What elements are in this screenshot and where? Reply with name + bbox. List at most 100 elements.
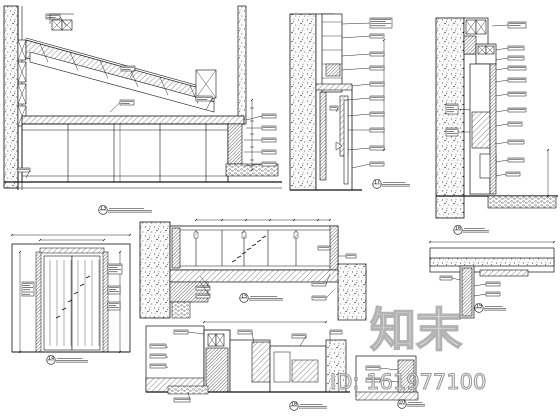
note-tag [369,161,385,167]
note-tag [261,137,277,143]
door-swing-label-stroke [73,291,79,295]
dimension-tick [118,250,122,254]
section-label-stroke [251,243,257,247]
framing-member-cross [195,69,217,99]
note-tag [119,99,135,106]
leader-line [165,355,169,359]
leader-line [245,115,263,121]
stud-cap [293,231,299,239]
concrete-wall [237,5,247,125]
leader-line [341,53,371,57]
leader-line [495,57,509,61]
stud-section [397,359,415,393]
note-tag [369,51,385,57]
dimension-tick [552,240,556,244]
concrete-wall [3,5,19,189]
leader-line [473,293,487,297]
stud-cap [241,231,247,239]
note-tag [445,103,459,115]
note-tag [149,353,167,359]
leader-line [187,391,191,401]
door-swing-label-stroke [79,283,85,287]
dimension-tick [546,148,550,152]
column-core [205,347,229,393]
note-tag [485,281,501,287]
note-tag [120,65,136,72]
note-tag [507,139,525,145]
note-tag [329,329,343,335]
leader-line [325,289,335,299]
framing-member-cross [17,61,27,83]
framing-member-cross [61,19,73,31]
section-label-stroke [231,259,237,263]
detail-callout-number: 18 [291,401,297,407]
panel-column [321,13,343,93]
note-tag [507,65,527,71]
section-label-stroke [236,255,242,259]
note-tag [369,17,393,29]
framing-member-cross [17,83,27,105]
detail-callout-number: 15 [241,293,247,299]
dimension-tick [546,194,550,198]
detail-callout-number: 19 [476,303,482,309]
leader-line [347,113,371,117]
framing-member-cross [207,333,217,347]
note-tag [291,333,307,339]
leader-line [165,365,169,369]
dimension-tick [324,320,328,324]
trim [479,269,529,277]
leader-line [379,367,399,371]
note-tag [107,285,121,295]
sloped-panel-hatched [25,39,215,104]
note-tag [195,293,211,299]
door-swing-label-stroke [55,315,61,319]
dimension-tick [38,238,42,242]
note-tag [329,105,339,111]
note-tag [507,157,525,163]
sloped-panel-edge [25,37,215,91]
column-core [461,267,473,317]
note-tag [237,329,253,335]
note-tag [195,95,213,102]
framing-member-cross [215,333,225,347]
note-tag [345,253,357,259]
leader-line [451,277,461,281]
leader-line [351,83,371,87]
leader-line [25,169,31,179]
detail-callout-number: 16 [455,225,461,231]
dimension-tick [102,238,106,242]
arrow-mark [335,141,343,151]
leader-line [495,109,509,113]
leader-line [341,67,371,71]
leader-line [335,107,339,113]
slab [429,257,555,267]
leader-line [109,102,121,113]
note-tag [507,45,525,51]
note-tag [261,113,277,119]
door-leaf [343,99,349,185]
leader-line [341,35,371,39]
leader-line [243,163,263,167]
stud-cap [193,231,199,239]
leader-line [495,79,509,83]
panel-hatched [251,341,271,383]
floor-finish [487,195,557,209]
leader-line [59,16,67,27]
note-tag [369,95,385,101]
note-tag [369,81,385,87]
leader-line [495,173,507,177]
slope-brace [39,43,49,63]
leader-line [187,331,205,335]
dimension-tick [220,218,224,222]
detail-callout-number: 20 [399,399,405,405]
dimension-tick [128,233,132,237]
note-tag [507,55,525,61]
head-trim [315,83,353,91]
leader-line [495,159,509,163]
note-tag [261,161,277,167]
door-leaf-left [43,255,73,351]
note-tag [507,21,527,29]
leader-line [299,335,307,347]
note-tag [507,91,527,97]
